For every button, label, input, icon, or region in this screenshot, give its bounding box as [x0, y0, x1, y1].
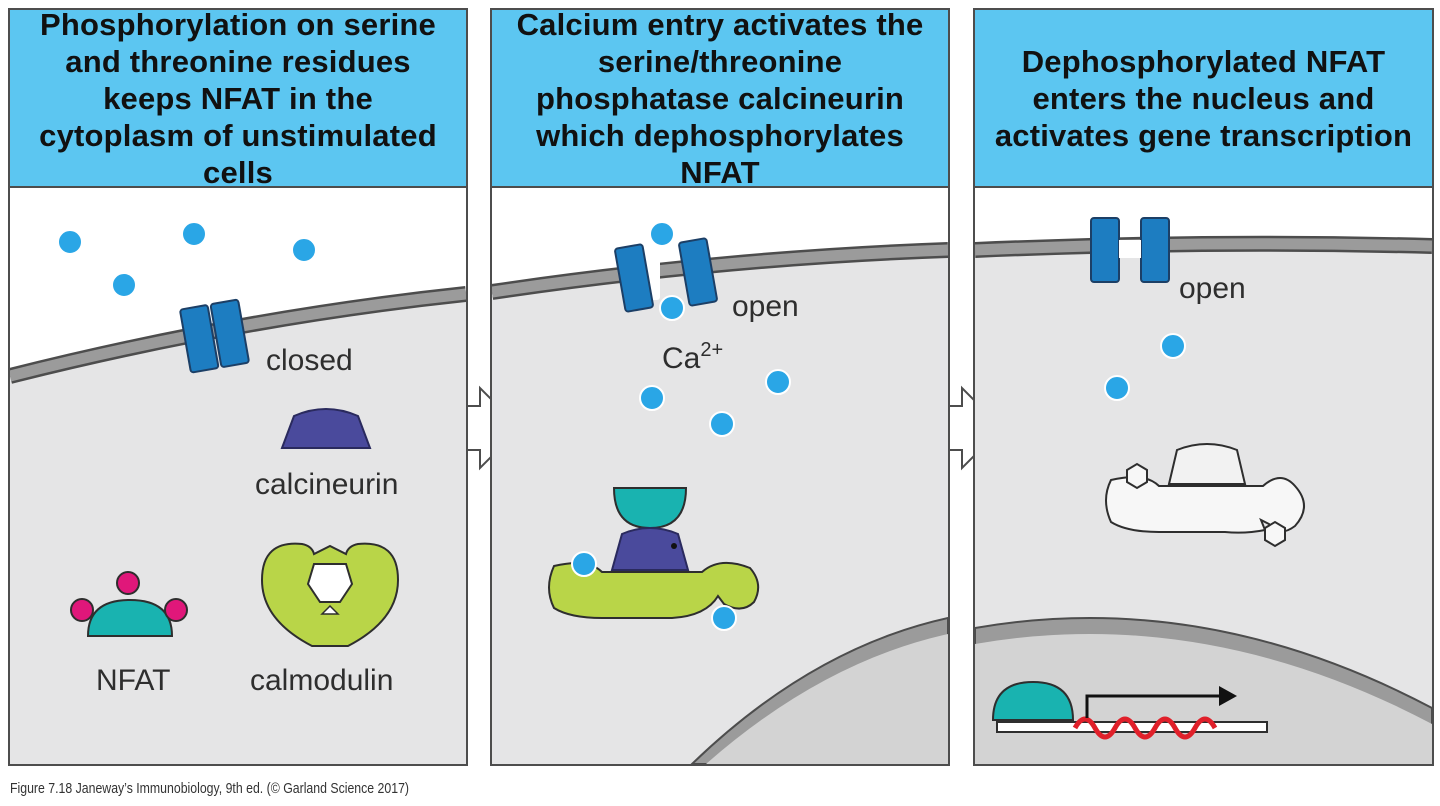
channel-state-label: open — [732, 290, 799, 323]
phosphate-group — [70, 598, 94, 622]
calcium-ion — [111, 272, 137, 298]
channel-state-label: closed — [266, 344, 353, 377]
calcium-ion — [57, 229, 83, 255]
nfat-phosphorylated — [70, 571, 188, 637]
calcium-channel-open — [614, 237, 718, 313]
calcineurin-label: calcineurin — [255, 468, 398, 501]
calcineurin-shape — [280, 408, 372, 449]
calmodulin-shape — [260, 542, 400, 647]
calmodulin-shape — [612, 487, 688, 530]
nfat-label: NFAT — [96, 664, 170, 697]
transcription-start-arrow — [1085, 694, 1219, 718]
extracellular-space — [975, 188, 1432, 250]
extracellular-space — [492, 188, 948, 292]
panel-unstimulated: Phosphorylation on serine and threonine … — [8, 8, 468, 766]
panel-2-scene: open Ca2+ — [492, 188, 948, 764]
nfat-bound — [548, 561, 760, 619]
calcium-ion — [639, 385, 665, 411]
calcineurin-shape — [610, 527, 690, 571]
calcium-ion — [765, 369, 791, 395]
calcium-channel-open — [1090, 217, 1170, 283]
nfat-nuclear — [991, 680, 1075, 721]
mrna-transcript — [1072, 716, 1218, 740]
calcium-ion — [659, 295, 685, 321]
phosphate-group — [164, 598, 188, 622]
released-calcineurin-complex — [1105, 443, 1305, 548]
panel-1-header: Phosphorylation on serine and threonine … — [10, 8, 466, 190]
panel-2-title: Calcium entry activates the serine/threo… — [516, 8, 924, 190]
panel-nuclear-entry: Dephosphorylated NFAT enters the nucleus… — [973, 8, 1434, 766]
nfat-on-dna — [991, 680, 1268, 740]
panel-calcium-entry: Calcium entry activates the serine/threo… — [490, 8, 950, 766]
calcium-ion — [709, 411, 735, 437]
panel-3-title: Dephosphorylated NFAT enters the nucleus… — [994, 43, 1413, 153]
calcium-ion — [291, 237, 317, 263]
calmodulin-label: calmodulin — [250, 664, 393, 697]
calcium-ion — [649, 221, 675, 247]
calcium-ion — [1160, 333, 1186, 359]
extracellular-space — [10, 188, 466, 376]
panel-1-title: Phosphorylation on serine and threonine … — [39, 8, 437, 190]
panel-3-scene: open — [975, 188, 1432, 764]
panel-1-scene: closed calcineurin NFAT calmodulin — [10, 188, 466, 697]
active-calcineurin-complex — [548, 487, 760, 631]
panel-2-header: Calcium entry activates the serine/threo… — [492, 8, 948, 190]
calcium-channel-closed — [179, 298, 250, 374]
phosphate-group — [116, 571, 140, 595]
calcium-ion — [181, 221, 207, 247]
calcium-ion — [1104, 375, 1130, 401]
figure-caption: Figure 7.18 Janeway’s Immunobiology, 9th… — [10, 780, 410, 797]
panel-3-header: Dephosphorylated NFAT enters the nucleus… — [975, 10, 1432, 188]
calcium-ion-label: Ca2+ — [662, 339, 723, 375]
calcium-ion — [711, 605, 737, 631]
calcium-ion — [571, 551, 597, 577]
channel-state-label: open — [1179, 272, 1246, 305]
